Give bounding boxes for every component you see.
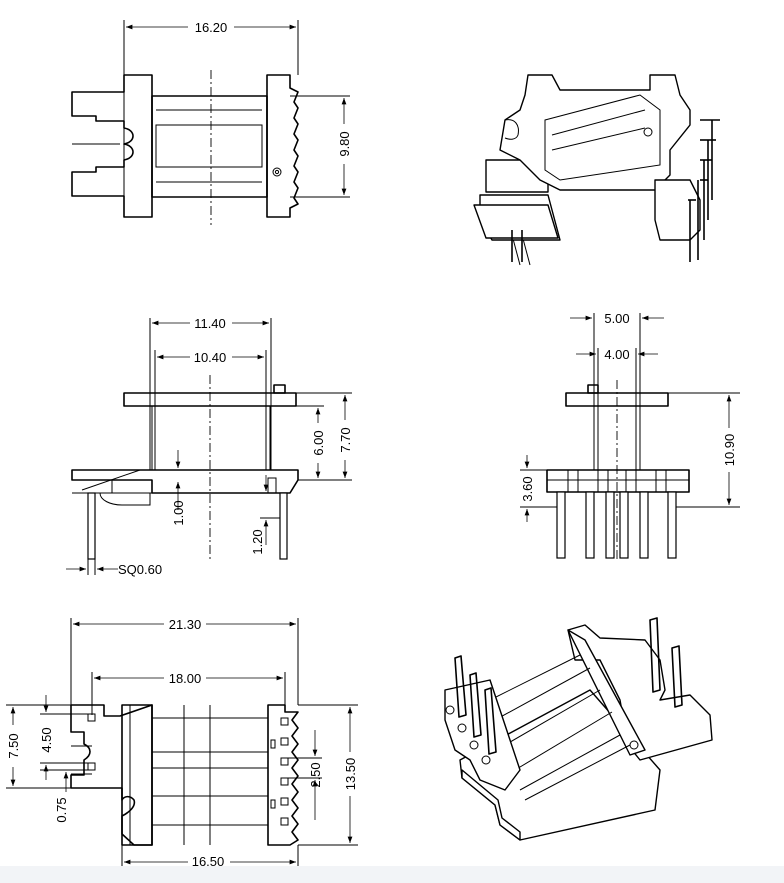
dim-bottom-pin-span: 18.00 [169,671,202,686]
dim-top-height: 9.80 [337,131,352,156]
dim-front-pin-section: SQ0.60 [118,562,162,577]
top-view: 16.20 9.80 [71,19,354,225]
dim-side-inner-width: 4.00 [604,347,629,362]
front-pins [87,492,288,560]
dim-side-flange-width: 5.00 [604,311,629,326]
dim-side-pin-length: 3.60 [520,476,535,501]
dim-bottom-pin-pitch: 2.50 [308,762,323,787]
dim-bottom-left-offset: 0.75 [54,797,69,822]
side-pins [556,491,677,559]
dim-front-overall-height: 7.70 [338,427,353,452]
iso2-pins [445,617,683,765]
dim-front-pin-step: 1.20 [250,529,265,554]
dim-front-flange-height: 6.00 [311,430,326,455]
iso1-pins [511,119,720,262]
dim-front-base-step: 1.00 [171,500,186,525]
dim-bottom-overall-width: 13.50 [343,758,358,791]
dim-bottom-body-length: 16.50 [192,854,225,869]
side-base-slots [567,470,667,492]
isometric-view-top [473,74,720,266]
dim-bottom-left-height: 7.50 [6,733,21,758]
dim-top-overall-width: 16.20 [195,20,228,35]
bottom-status-strip [0,866,784,883]
bottom-pin-holes [270,717,289,826]
dim-front-inner-width: 10.40 [194,350,227,365]
dim-front-outer-width: 11.40 [194,316,226,331]
bottom-view: 21.30 18.00 [3,616,360,872]
dim-bottom-left-slot: 4.50 [39,727,54,752]
front-view: 11.40 10.40 6.00 7.70 1.00 [66,315,355,577]
side-view: 5.00 4.00 10.90 [520,311,740,560]
dim-side-overall-height: 10.90 [722,434,737,467]
dim-bottom-overall-length: 21.30 [169,617,202,632]
isometric-view-bottom [444,617,713,841]
